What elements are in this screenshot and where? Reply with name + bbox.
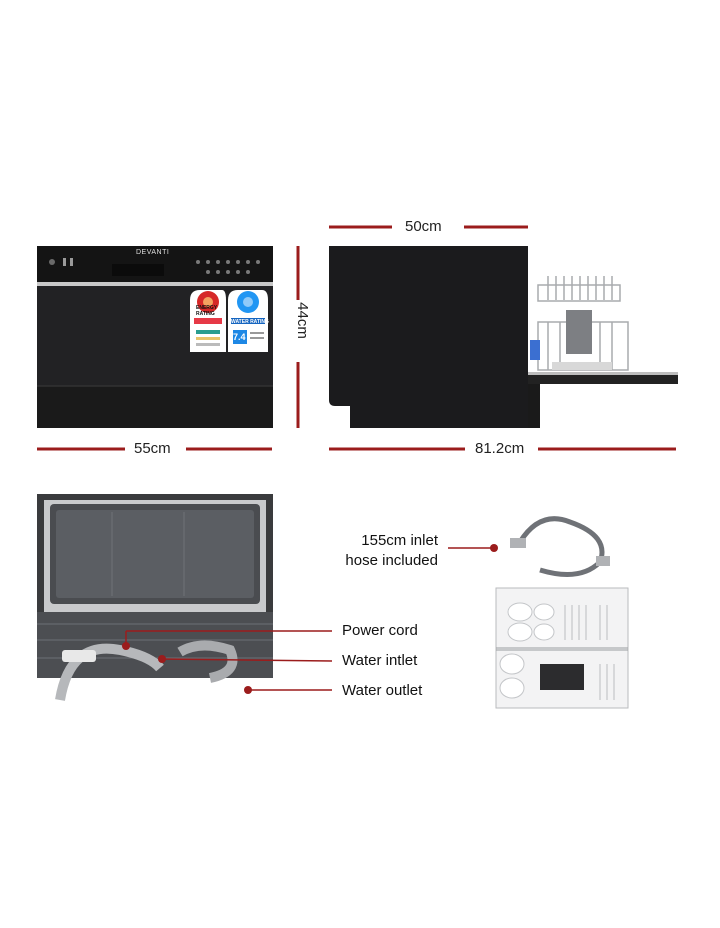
energy-rating-sticker (190, 290, 226, 352)
water-inlet-marker (158, 655, 166, 663)
dish-rack-image (495, 587, 629, 709)
water-outlet-label: Water outlet (342, 682, 423, 699)
power-cord-marker (122, 642, 130, 650)
hose-callout: 155cm inlet hose included (345, 532, 438, 569)
energy-rating-text: ENERGY RATING (196, 305, 218, 317)
water-rating-text: WATER RATING (231, 319, 269, 325)
height-label: 44cm (293, 302, 311, 339)
inlet-hose-image (510, 516, 610, 577)
dishwasher-front-view (37, 246, 273, 428)
hose-marker (490, 544, 498, 552)
water-outlet-marker (244, 686, 252, 694)
rear-callout-lines (125, 630, 333, 691)
width-label: 55cm (134, 440, 171, 457)
water-inlet-label: Water intlet (342, 652, 418, 669)
power-cord-label: Power cord (342, 622, 418, 639)
depth-label: 50cm (405, 218, 442, 235)
water-rating-value: 7.4 (233, 332, 246, 342)
dishwasher-rear-view (37, 494, 273, 701)
depth-open-label: 81.2cm (475, 440, 525, 457)
water-rating-sticker (228, 290, 268, 352)
brand-logo: DEVANTI (136, 249, 170, 256)
dishwasher-side-view (329, 246, 678, 428)
